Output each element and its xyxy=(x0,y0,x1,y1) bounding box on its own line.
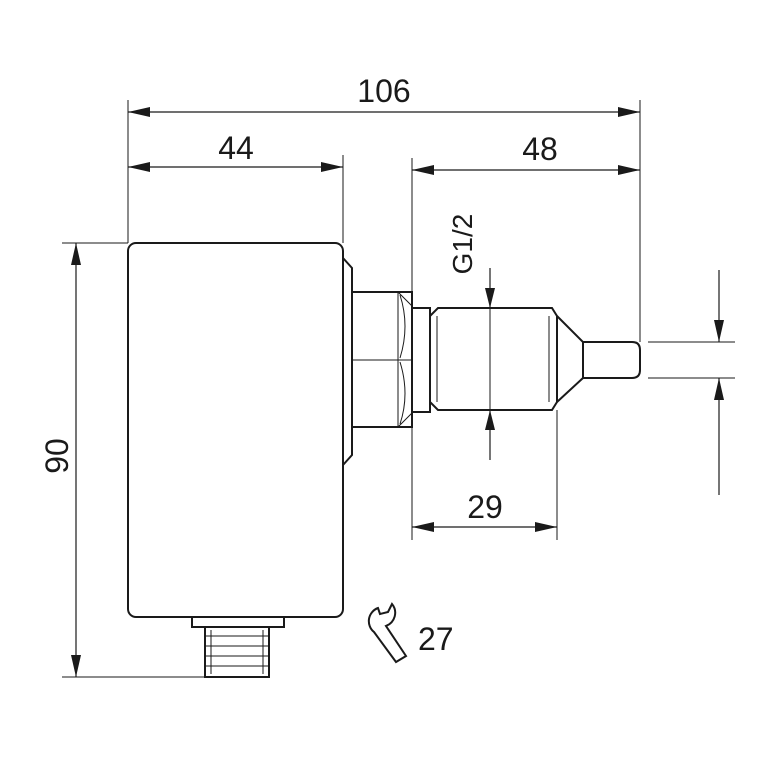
bottom-connector xyxy=(191,616,285,678)
wrench-icon xyxy=(367,602,408,664)
dimension-housing-height: 90 xyxy=(39,243,81,677)
dimension-housing-depth: 44 xyxy=(128,130,343,172)
dimension-label-overall-length: 106 xyxy=(357,73,410,109)
dimension-probe-diameter xyxy=(714,270,724,495)
sensor-housing xyxy=(127,242,353,618)
dimension-label-thread-length: 29 xyxy=(467,489,503,525)
dimension-label-probe-length: 48 xyxy=(522,131,558,167)
dimension-probe-length: 48 xyxy=(412,131,640,175)
hex-nut xyxy=(351,291,413,428)
dimension-label-housing-height: 90 xyxy=(39,438,75,474)
sensor-probe xyxy=(583,341,641,379)
thread-size-label: G1/2 xyxy=(447,214,478,275)
extension-lines xyxy=(62,100,735,678)
wrench-size-callout: 27 xyxy=(367,602,454,664)
dimension-thread-diameter: G1/2 xyxy=(447,214,495,460)
threaded-fitting xyxy=(411,307,584,413)
wrench-size-label: 27 xyxy=(418,621,454,657)
dimension-label-housing-depth: 44 xyxy=(218,130,254,166)
dimension-overall-length: 106 xyxy=(128,73,640,117)
dimension-thread-length: 29 xyxy=(412,489,557,532)
